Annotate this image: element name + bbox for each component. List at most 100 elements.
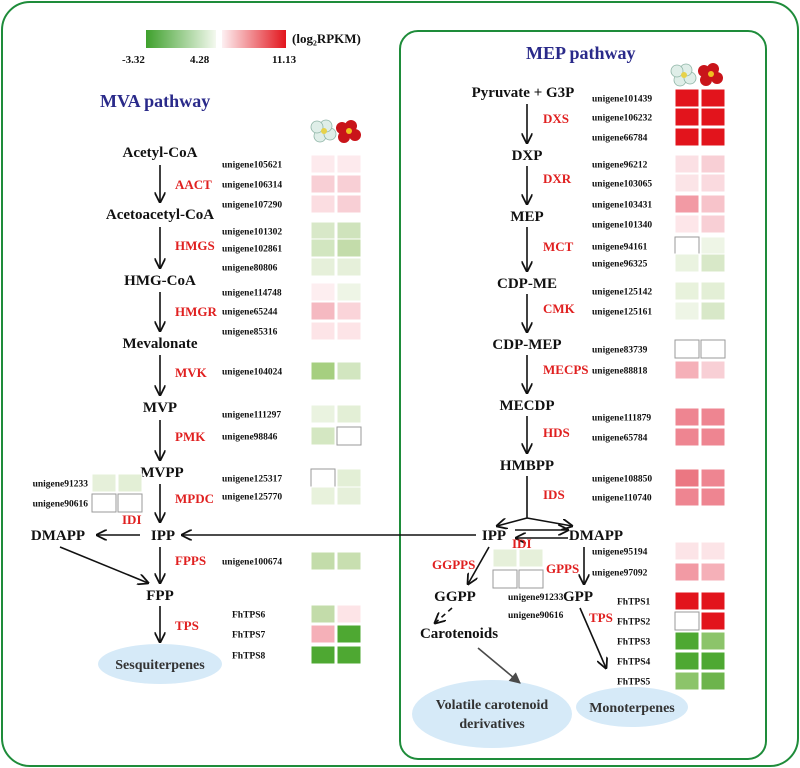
scale-mid-label: 4.28 — [190, 54, 210, 66]
gene-label: unigene65244 — [222, 308, 278, 318]
heat-cell-red-flower — [700, 631, 726, 651]
heat-cell-red-flower — [700, 611, 726, 631]
metabolite-mep-dmapp: DMAPP — [569, 528, 623, 544]
metabolite-gpp: GPP — [563, 589, 593, 605]
heat-cell-red-flower — [336, 257, 362, 277]
heat-cell-white-flower — [310, 321, 336, 341]
heat-cell-red-flower — [700, 468, 726, 488]
gene-label: unigene100674 — [222, 558, 282, 568]
heat-cell-white-flower — [310, 551, 336, 571]
heat-cell-white-flower — [310, 604, 336, 624]
heat-cell-red-flower — [336, 221, 362, 241]
heat-cell-red-flower — [700, 487, 726, 507]
product-volatile-line1: Volatile carotenoid — [436, 698, 549, 713]
heat-cell-white-flower — [492, 548, 518, 568]
heat-cell-white-flower — [674, 611, 700, 631]
heat-cell-white-flower — [310, 154, 336, 174]
gene-label: FhTPS3 — [617, 638, 651, 648]
enzyme-ids: IDS — [543, 487, 565, 502]
heat-cell-white-flower — [310, 404, 336, 424]
gene-label: unigene97092 — [592, 569, 648, 579]
enzyme-cmk: CMK — [543, 301, 576, 316]
heat-cell-red-flower — [336, 321, 362, 341]
heat-cell-red-flower — [336, 282, 362, 302]
gene-label: FhTPS8 — [232, 652, 266, 662]
heat-cell-red-flower — [336, 238, 362, 258]
enzyme-mep-idi: IDI — [512, 536, 532, 551]
enzyme-hds: HDS — [543, 425, 570, 440]
metabolite-dxp: DXP — [512, 148, 543, 164]
metabolite-fpp: FPP — [146, 588, 174, 604]
heat-cell-white-flower — [310, 257, 336, 277]
heat-cell-white-flower — [674, 281, 700, 301]
scale-green-bar — [146, 30, 216, 48]
gene-label: unigene103065 — [592, 180, 652, 190]
metabolite-hmg-coa: HMG-CoA — [124, 273, 196, 289]
heat-cell-white-flower — [674, 214, 700, 234]
heat-cell-white-flower — [310, 238, 336, 258]
gene-label: unigene83739 — [592, 346, 648, 356]
gene-label: unigene105621 — [222, 161, 282, 171]
gene-label: FhTPS2 — [617, 618, 651, 628]
mep-heatmap: unigene101439unigene106232unigene66784un… — [492, 88, 726, 691]
heat-cell-white-flower — [310, 645, 336, 665]
red-flower-icon — [698, 63, 723, 86]
metabolite-mep-ipp: IPP — [482, 528, 506, 544]
enzyme-aact: AACT — [175, 177, 212, 192]
gene-label: unigene110740 — [592, 494, 652, 504]
mva-heatmap: unigene105621unigene106314unigene107290u… — [33, 154, 362, 665]
white-flower-icon — [310, 119, 337, 143]
heat-cell-white-flower — [674, 88, 700, 108]
heat-cell-red-flower — [700, 339, 726, 359]
metabolite-cdp-me: CDP-ME — [497, 276, 557, 292]
heat-cell-red-flower — [336, 426, 362, 446]
heat-cell-red-flower — [700, 173, 726, 193]
heat-cell-red-flower — [700, 427, 726, 447]
gene-label: FhTPS4 — [617, 658, 651, 668]
heat-cell-white-flower — [674, 107, 700, 127]
gene-label: unigene125317 — [222, 475, 282, 485]
gene-label: unigene85316 — [222, 328, 278, 338]
mep-arrows — [435, 104, 606, 668]
heat-cell-white-flower — [674, 468, 700, 488]
enzyme-hmgr: HMGR — [175, 304, 217, 319]
heat-cell-white-flower — [674, 591, 700, 611]
enzyme-fpps: FPPS — [175, 553, 206, 568]
scale-max-label: 11.13 — [272, 54, 297, 66]
product-volatile-line2: derivatives — [459, 717, 525, 732]
heat-cell-red-flower — [117, 473, 143, 493]
heat-cell-white-flower — [310, 174, 336, 194]
heat-cell-red-flower — [336, 154, 362, 174]
heat-cell-red-flower — [700, 194, 726, 214]
gene-label: unigene104024 — [222, 368, 282, 378]
gene-label: unigene106314 — [222, 181, 282, 191]
enzyme-mpdc: MPDC — [175, 491, 214, 506]
heat-cell-red-flower — [336, 404, 362, 424]
gene-label: FhTPS6 — [232, 611, 266, 621]
heat-cell-red-flower — [336, 486, 362, 506]
arrow-carotenoid-cleavage — [477, 647, 521, 684]
enzyme-tps: TPS — [175, 618, 199, 633]
heat-cell-red-flower — [700, 651, 726, 671]
heat-cell-white-flower — [492, 569, 518, 589]
mep-pathway-title: MEP pathway — [526, 43, 636, 63]
gene-label: FhTPS7 — [232, 631, 266, 641]
heat-cell-red-flower — [700, 591, 726, 611]
heat-cell-white-flower — [674, 339, 700, 359]
metabolite-dmapp: DMAPP — [31, 528, 85, 544]
heat-cell-red-flower — [700, 88, 726, 108]
gene-label: unigene125161 — [592, 308, 652, 318]
gene-label: unigene125770 — [222, 493, 282, 503]
enzyme-idi: IDI — [122, 512, 142, 527]
product-monoterpenes: Monoterpenes — [589, 701, 675, 716]
gene-label: unigene65784 — [592, 434, 648, 444]
metabolite-ipp: IPP — [151, 528, 175, 544]
heat-cell-white-flower — [674, 127, 700, 147]
heat-cell-white-flower — [674, 360, 700, 380]
heat-cell-red-flower — [700, 360, 726, 380]
red-flower-icon — [336, 120, 361, 143]
enzyme-gpps: GPPS — [546, 561, 579, 576]
heat-cell-red-flower — [700, 154, 726, 174]
gene-label: unigene94161 — [592, 243, 648, 253]
gene-label: unigene96212 — [592, 161, 648, 171]
